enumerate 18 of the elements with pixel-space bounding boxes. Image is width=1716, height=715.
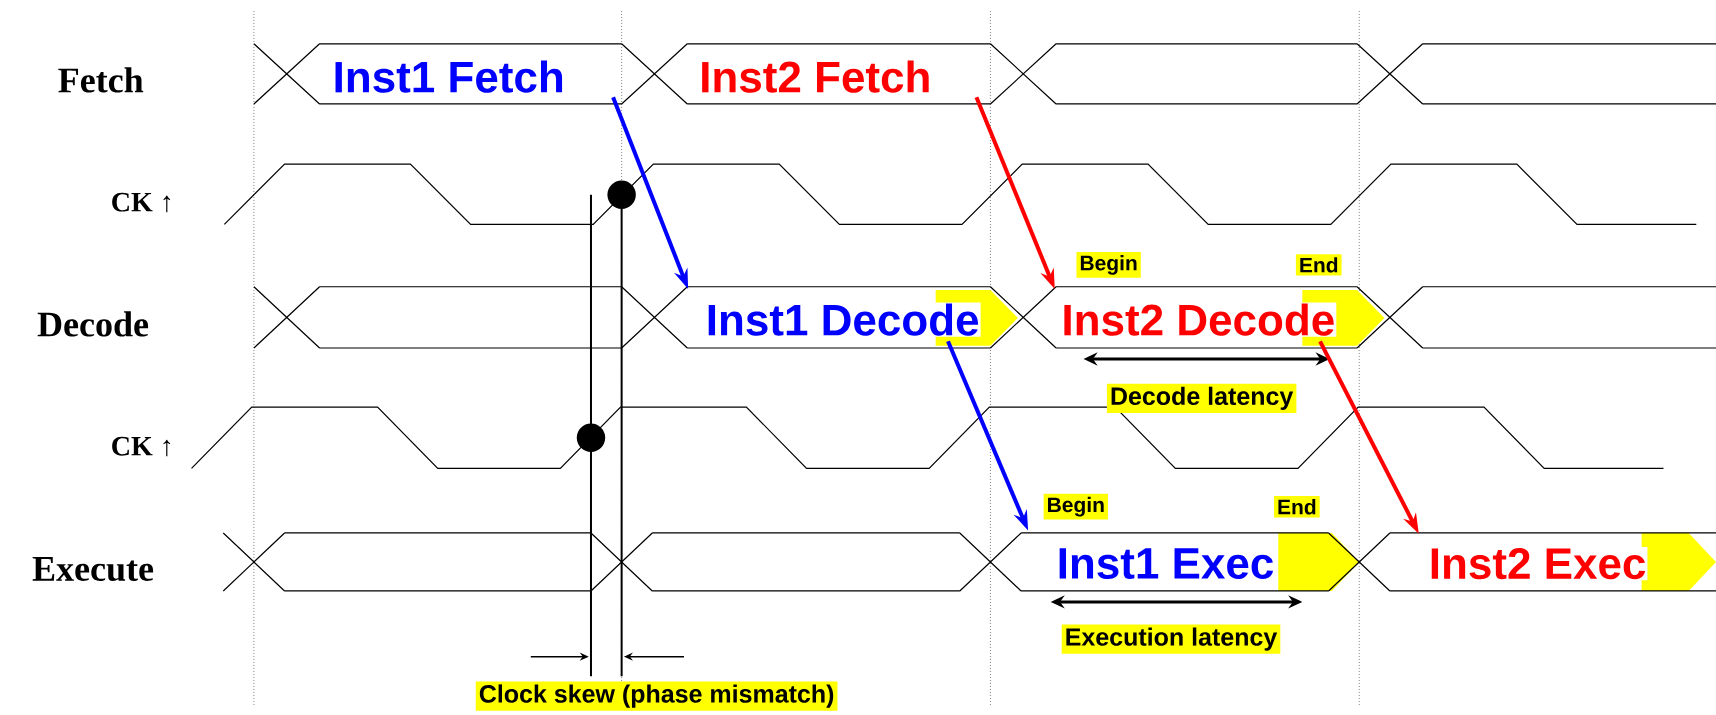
signal-label: Decode: [37, 311, 149, 337]
instruction-label: Inst1 Fetch: [331, 59, 566, 94]
instruction-label: Inst2 Exec: [1427, 547, 1648, 581]
instruction-label: Inst1 Decode: [704, 302, 981, 337]
highlight-label: Clock skew (phase mismatch): [475, 681, 838, 711]
instruction-label: Inst2 Fetch: [698, 59, 933, 94]
highlight-label: End: [1295, 254, 1342, 276]
highlight-label: Decode latency: [1106, 383, 1297, 414]
highlight-label: Begin: [1076, 252, 1141, 278]
signal-label: Execute: [32, 557, 154, 582]
instruction-label: Inst1 Exec: [1055, 547, 1276, 581]
clock-label: CK ↑: [112, 437, 171, 457]
highlight-label: Begin: [1043, 494, 1108, 520]
clock-label: CK ↑: [112, 192, 171, 213]
highlight-label: End: [1274, 496, 1320, 518]
instruction-label: Inst2 Decode: [1060, 302, 1337, 337]
highlight-label: Execution latency: [1061, 624, 1281, 654]
signal-label: Fetch: [58, 67, 144, 93]
